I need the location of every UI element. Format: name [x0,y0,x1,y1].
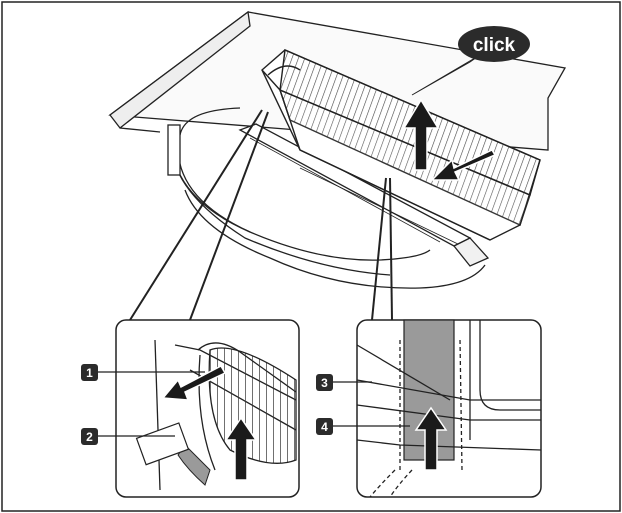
slide-arrow-icon [430,149,497,181]
callout-label-2 [81,428,175,445]
callout-label-4 [316,418,410,435]
up-arrow-icon-right [414,406,448,471]
click-text: click [473,35,516,56]
label-2-text: 2 [86,430,93,444]
oval-outline [184,189,486,289]
click-callout [411,26,530,96]
detail-panel-left [115,319,300,498]
lift-arrow-icon [402,98,440,171]
label-4-text: 4 [321,420,328,434]
up-arrow-icon-left [224,416,258,481]
label-3-text: 3 [321,376,328,390]
detail-panel-right [356,319,542,498]
pull-arrow-icon [161,364,227,401]
callout-label-1 [81,364,205,381]
label-1-text: 1 [86,366,93,380]
leader-lines [129,109,393,321]
round-duct [167,107,391,276]
callout-label-3 [316,374,372,391]
